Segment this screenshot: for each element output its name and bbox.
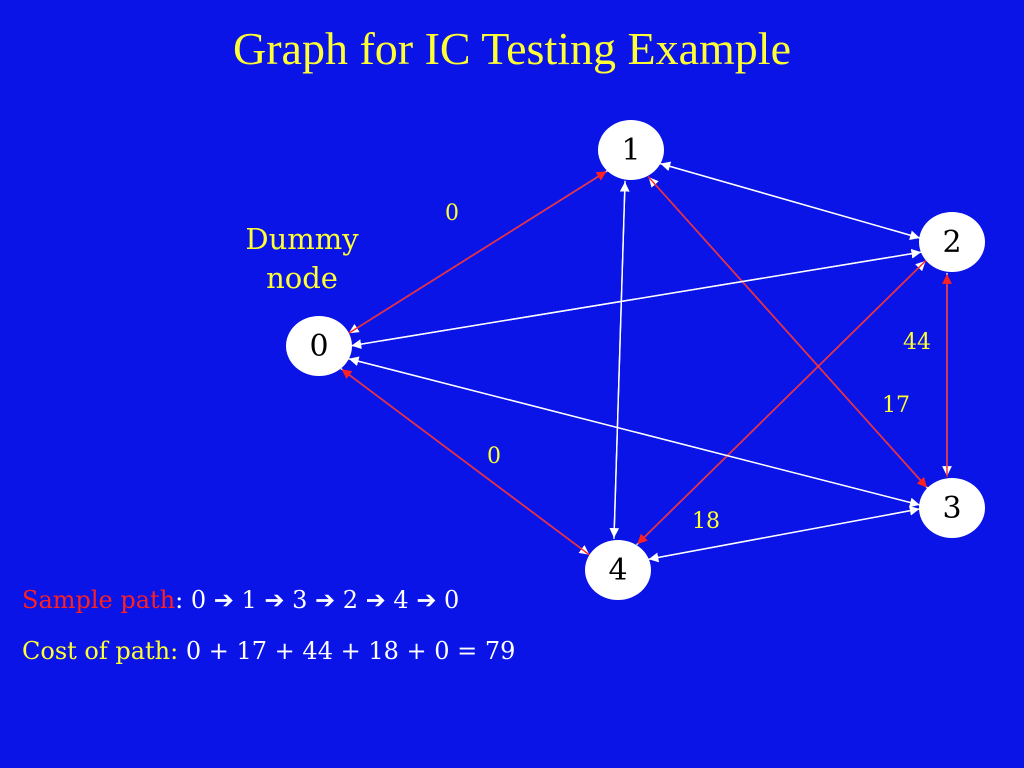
node-4: 4 xyxy=(585,540,651,600)
edge-labels-layer: 0 17 44 18 0 xyxy=(445,201,931,534)
edge-label-0-1: 0 xyxy=(445,201,459,226)
node-2: 2 xyxy=(919,212,985,272)
sample-path-label: Sample path xyxy=(22,586,176,614)
node-label-1: 1 xyxy=(621,133,640,168)
edge-0-to-2 xyxy=(350,248,922,347)
edge-4-to-3 xyxy=(647,505,920,561)
edge-label-1-3: 17 xyxy=(882,393,910,418)
node-label-0: 0 xyxy=(309,329,328,364)
cost-expression: 0 + 17 + 44 + 18 + 0 = 79 xyxy=(185,637,516,665)
node-1: 1 xyxy=(598,120,664,180)
edge-0-to-3 xyxy=(347,357,920,508)
sample-path-colon: : xyxy=(175,586,191,614)
edge-4-to-0 xyxy=(341,369,591,556)
cost-line: Cost of path: 0 + 17 + 44 + 18 + 0 = 79 xyxy=(22,637,515,665)
dummy-node-annotation-line-1: Dummy xyxy=(245,222,359,256)
node-circle-4 xyxy=(585,540,651,600)
node-circle-1 xyxy=(598,120,664,180)
nodes-layer: 0 1 2 3 4 xyxy=(286,120,985,600)
dummy-node-annotation-line-2: node xyxy=(266,261,338,295)
edge-4-to-1 xyxy=(613,181,630,539)
node-3: 3 xyxy=(919,478,985,538)
edge-label-3-2: 44 xyxy=(903,330,931,355)
node-label-2: 2 xyxy=(942,225,961,260)
edge-2-to-1 xyxy=(660,161,922,239)
node-circle-3 xyxy=(919,478,985,538)
edge-label-4-0: 0 xyxy=(487,444,501,469)
node-circle-2 xyxy=(919,212,985,272)
cost-label: Cost of path: xyxy=(22,637,179,665)
edge-1-to-3 xyxy=(647,175,927,488)
node-0: 0 xyxy=(286,316,352,376)
edge-2-to-4 xyxy=(637,259,927,544)
sample-path-sequence: 0 ➔ 1 ➔ 3 ➔ 2 ➔ 4 ➔ 0 xyxy=(190,586,460,614)
sample-path-line: Sample path: 0 ➔ 1 ➔ 3 ➔ 2 ➔ 4 ➔ 0 xyxy=(22,586,459,614)
node-circle-0 xyxy=(286,316,352,376)
node-label-3: 3 xyxy=(942,491,961,526)
edge-0-to-1 xyxy=(347,171,607,335)
edges-layer xyxy=(340,161,952,563)
edge-label-2-4: 18 xyxy=(692,509,720,534)
slide-title: Graph for IC Testing Example xyxy=(232,23,792,74)
node-label-4: 4 xyxy=(608,553,627,588)
